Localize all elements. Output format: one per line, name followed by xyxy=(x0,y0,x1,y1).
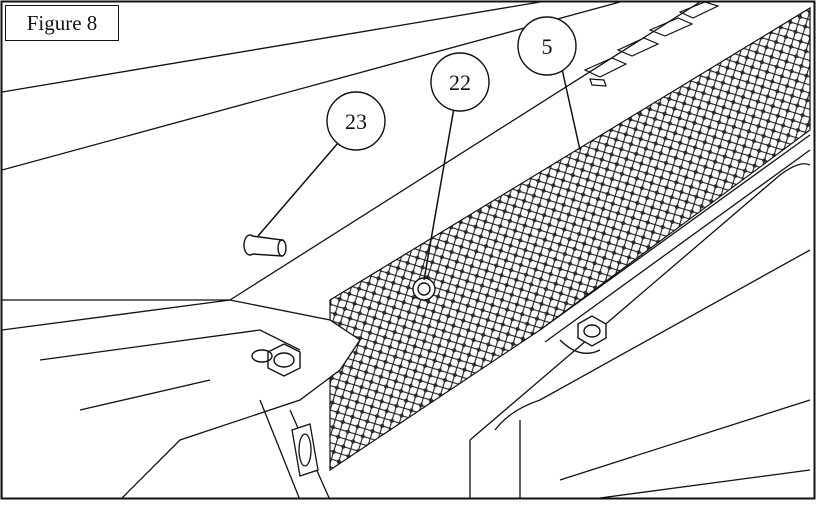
callout-numbers: 23 22 5 xyxy=(345,34,553,134)
bolt-22 xyxy=(412,277,436,301)
callout-5-circle xyxy=(517,16,577,76)
drawing-content: 23 22 5 xyxy=(2,2,811,498)
callout-22-number: 22 xyxy=(449,70,471,95)
side-rail-upper xyxy=(2,2,701,301)
bracket-slot xyxy=(291,423,319,477)
mesh-screen xyxy=(329,6,811,472)
callout-5-number: 5 xyxy=(542,34,553,59)
figure-label-text: Figure 8 xyxy=(26,10,98,35)
callout-22-circle xyxy=(430,52,490,112)
leader-lines xyxy=(257,59,581,281)
figure-label: Figure 8 xyxy=(5,5,119,41)
mounting-bracket xyxy=(2,299,361,498)
callout-23-number: 23 xyxy=(345,109,367,134)
callout-bubbles xyxy=(326,16,577,151)
pin-23 xyxy=(243,234,287,257)
callout-23-circle xyxy=(326,91,386,151)
embossed-logo xyxy=(583,2,720,87)
lower-frame xyxy=(469,134,811,498)
hex-nut-bracket xyxy=(251,343,301,377)
hex-nut-frame xyxy=(559,315,607,354)
